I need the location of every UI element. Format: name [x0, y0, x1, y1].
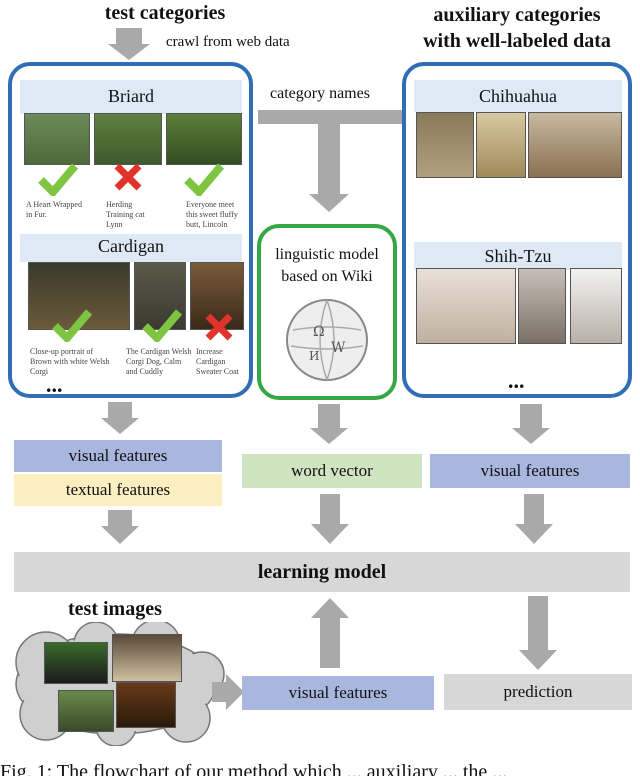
learning-model-bar: learning model [14, 552, 630, 592]
cardigan-caption-1: Close-up portrait of Brown with white We… [30, 347, 110, 376]
arrow-shaft [528, 596, 548, 650]
chihuahua-photo-3 [528, 112, 622, 178]
ellipsis-right: ... [508, 368, 525, 393]
auxiliary-title-line1: auxiliary categories [433, 4, 601, 26]
down-arrow-head [519, 650, 557, 670]
chihuahua-label: Chihuahua [479, 86, 557, 106]
category-names-bar [258, 110, 404, 124]
down-arrow-head [309, 194, 349, 212]
wikipedia-globe-icon: Ω W И [286, 299, 368, 381]
linguistic-model-panel [257, 224, 397, 400]
textual-features-box: textual features [14, 474, 222, 506]
shih-tzu-photo-3 [570, 268, 622, 344]
svg-text:W: W [331, 340, 346, 356]
cardigan-caption-3: Increase Cardigan Sweater Coat [196, 347, 239, 376]
chihuahua-photo-1 [416, 112, 474, 178]
briard-caption-2: Herding Training cat Lynn [106, 200, 145, 229]
ellipsis-left: ... [46, 372, 63, 397]
briard-caption-3: Everyone meet this sweet fluffy butt, Li… [186, 200, 238, 229]
briard-photo-2 [94, 113, 162, 165]
check-icon [184, 163, 224, 196]
shih-tzu-photo-1 [416, 268, 516, 344]
cross-icon [205, 313, 233, 341]
cardigan-band [20, 234, 242, 262]
arrow-shaft [212, 682, 226, 702]
briard-band [20, 80, 242, 114]
test-images-title: test images [68, 598, 162, 620]
svg-text:И: И [309, 349, 319, 363]
linguistic-model-line2: based on Wiki [281, 268, 373, 285]
auxiliary-title-line2: with well-labeled data [423, 30, 611, 52]
svg-text:Ω: Ω [313, 324, 325, 340]
figure-caption: Fig. 1: The flowchart of our method whic… [0, 761, 508, 776]
check-icon [52, 309, 92, 342]
cardigan-label: Cardigan [98, 236, 164, 256]
check-icon [38, 163, 78, 196]
word-vector-box: word vector [242, 454, 422, 488]
shih-tzu-label: Shih-Tzu [484, 246, 552, 266]
arrow-shaft [320, 494, 340, 524]
arrow-shaft [520, 404, 542, 428]
prediction-box: prediction [444, 674, 632, 710]
visual-features-bottom-box: visual features [242, 676, 434, 710]
arrow-shaft [318, 404, 340, 428]
down-arrow-head [310, 428, 348, 444]
linguistic-model-line1: linguistic model [275, 246, 379, 263]
down-arrow-head [512, 428, 550, 444]
shih-tzu-photo-2 [518, 268, 566, 344]
test-image-4 [116, 682, 176, 728]
visual-features-right-box: visual features [430, 454, 630, 488]
arrow-shaft [524, 494, 544, 524]
test-categories-panel [8, 62, 253, 398]
cardigan-caption-2: The Cardigan Welsh Corgi Dog, Calm and C… [126, 347, 192, 376]
arrow-shaft [108, 402, 132, 418]
check-icon [142, 309, 182, 342]
test-image-2 [112, 634, 182, 682]
chihuahua-band [414, 80, 622, 112]
category-names-stem [318, 124, 340, 194]
down-arrow-head [515, 524, 553, 544]
down-arrow-head [101, 418, 139, 434]
crawl-label: crawl from web data [166, 34, 290, 50]
category-names-label: category names [270, 85, 370, 102]
briard-caption-1: A Heart Wrapped in Fur. [26, 200, 82, 219]
briard-photo-3 [166, 113, 242, 165]
down-arrow-head [101, 526, 139, 544]
visual-features-left-box: visual features [14, 440, 222, 472]
up-arrow-head [311, 598, 349, 618]
arrow-shaft [108, 510, 132, 526]
test-image-3 [58, 690, 114, 732]
chihuahua-photo-2 [476, 112, 526, 178]
test-image-1 [44, 642, 108, 684]
arrow-shaft [320, 618, 340, 668]
shih-tzu-band [414, 242, 622, 270]
down-arrow-head [311, 524, 349, 544]
briard-photo-1 [24, 113, 90, 165]
briard-label: Briard [108, 86, 154, 106]
right-arrow-head [226, 674, 244, 710]
auxiliary-categories-panel [402, 62, 632, 398]
cross-icon [114, 163, 142, 191]
test-categories-title: test categories [104, 2, 226, 24]
